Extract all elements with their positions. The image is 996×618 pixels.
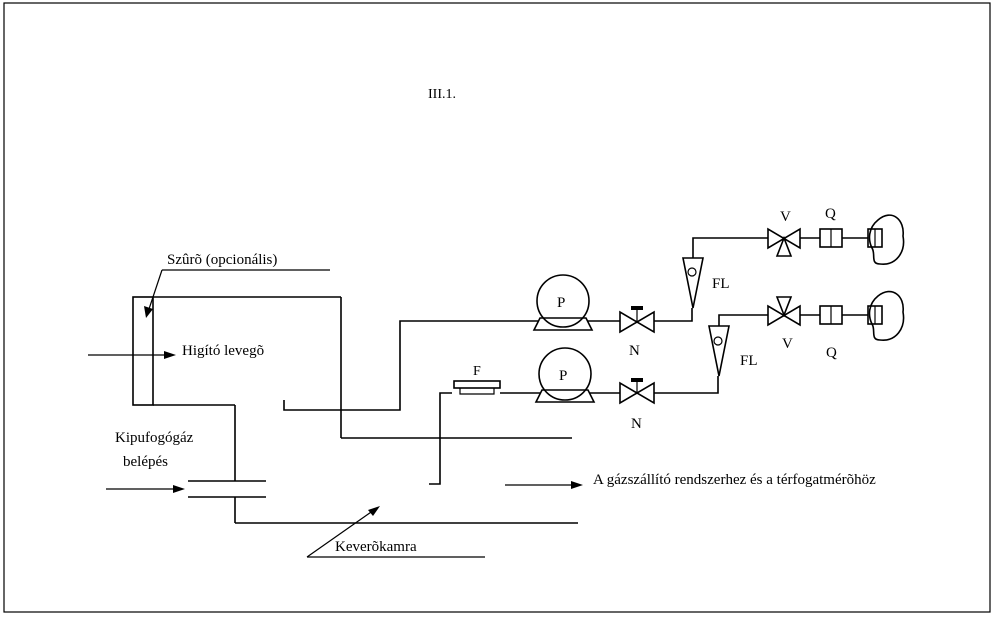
lower-filter-label: F (473, 364, 481, 379)
upper-three-way-valve-port (775, 235, 793, 257)
upper-three-way-valve-label: V (780, 209, 791, 225)
lower-valve-to-flowmeter-line (654, 376, 719, 394)
lower-filter-f (453, 380, 501, 389)
upper-three-way-valve (767, 227, 801, 250)
upper-flowmeter-label: FL (712, 276, 730, 292)
lower-three-way-valve (767, 304, 801, 327)
dilution-air-arrowhead (164, 351, 176, 359)
lower-flowmeter (708, 325, 730, 377)
upper-needle-valve-handle (631, 306, 643, 310)
upper-pump-label: P (557, 295, 565, 311)
lower-three-way-valve-port (775, 296, 793, 318)
exhaust-inlet-arrowhead (173, 485, 185, 493)
mixing-pointer-arrowhead (368, 506, 380, 516)
exhaust-label-line2: belépés (123, 454, 168, 470)
lower-three-way-valve-label: V (782, 336, 793, 352)
upper-flowmeter-float (687, 267, 697, 277)
lower-filter-base (459, 388, 495, 395)
upper-flowmeter (682, 257, 704, 309)
output-arrowhead (571, 481, 583, 489)
lower-flowmeter-float (713, 336, 723, 346)
mixing-chamber-label: Keverõkamra (335, 539, 417, 555)
upper-needle-valve-label: N (629, 343, 640, 359)
upper-pump-circle (536, 274, 590, 328)
page-border (3, 2, 991, 613)
lower-pump-label: P (559, 368, 567, 384)
mixing-pointer-line (306, 509, 375, 558)
exhaust-label-line1: Kipufogógáz (115, 430, 194, 446)
dilution-air-label: Higító levegõ (182, 343, 264, 359)
lower-needle-valve-label: N (631, 416, 642, 432)
upper-valve-to-flowmeter-line (654, 308, 693, 322)
filter-pointer-line (147, 269, 163, 313)
lower-needle-valve-handle (631, 378, 643, 382)
output-destination-label: A gázszállító rendszerhez és a térfogatm… (593, 472, 876, 488)
lower-sample-bag (868, 290, 905, 341)
upper-sample-bag (868, 214, 905, 265)
upper-gas-meter-label: Q (825, 206, 836, 222)
lower-pump-base (534, 389, 596, 403)
lower-gas-meter-label: Q (826, 345, 837, 361)
lower-flowmeter-to-v-line (718, 314, 768, 326)
lower-needle-valve (619, 381, 655, 405)
upper-sample-probe-line (283, 320, 538, 411)
dilution-filter-box (132, 296, 154, 406)
lower-pump-circle (538, 347, 592, 401)
lower-sample-probe-line (429, 392, 452, 485)
upper-flowmeter-to-v-line (692, 237, 768, 258)
filter-optional-label: Szûrõ (opcionális) (167, 252, 277, 268)
diagram-title: III.1. (428, 87, 456, 102)
lower-flowmeter-label: FL (740, 353, 758, 369)
upper-needle-valve (619, 310, 655, 334)
filter-pointer-arrowhead (144, 306, 153, 318)
upper-pump-base (532, 317, 594, 331)
